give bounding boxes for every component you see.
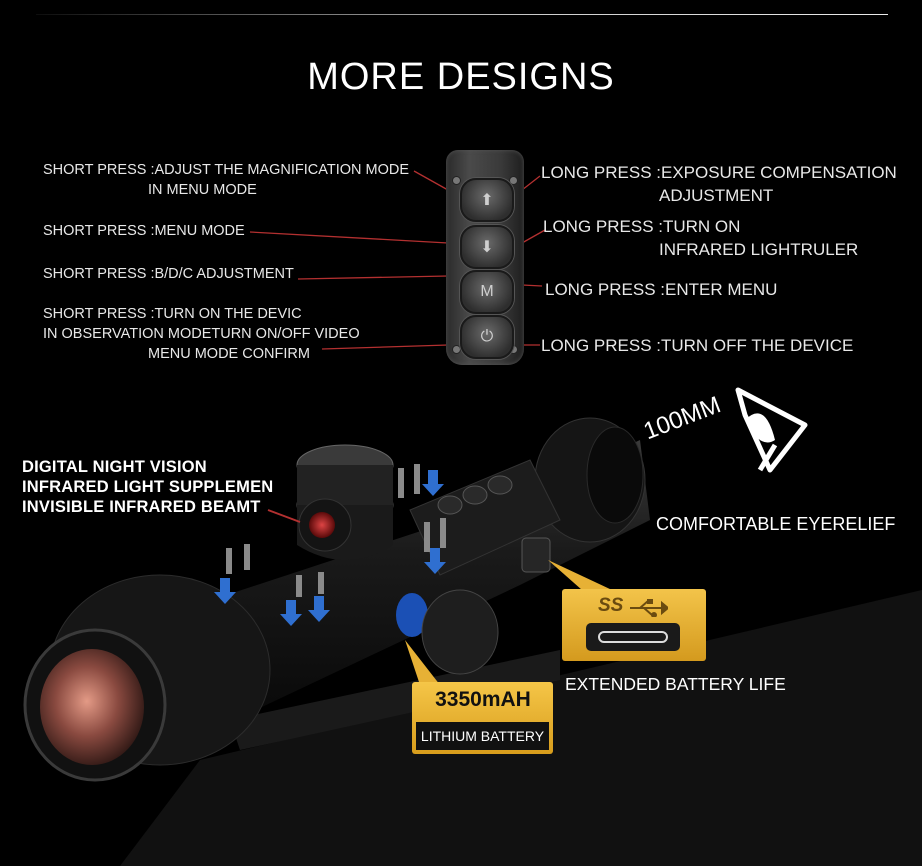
mount-screw [318,572,324,594]
battery-callout-pointer [405,640,440,685]
right-label-2-line1: LONG PRESS :TURN ON [543,217,741,236]
housing-button [487,475,513,495]
housing-button [437,495,463,515]
eye-icon [735,387,808,473]
lead-line-right-2 [521,229,546,244]
screw-icon [509,176,518,185]
infrared-pointer-line [267,509,301,523]
mount-arrow-icon [214,578,236,604]
left-label-1: SHORT PRESS :ADJUST THE MAGNIFICATION MO… [43,160,409,200]
key-menu-button[interactable]: M [460,270,514,314]
key-power-button[interactable]: ⏻ [460,315,514,359]
mount-screw [296,575,302,597]
left-label-1-line2: IN MENU MODE [148,182,257,198]
night-vision-line3: INVISIBLE INFRARED BEAMT [22,498,261,516]
mount-arrow-icon [280,600,302,626]
key-down-button[interactable]: ⬇ [460,225,514,269]
lead-line-right-1 [521,175,541,191]
mount-screw [226,548,232,574]
mount-screw [424,522,430,552]
keypad: ⬆ ⬇ M ⏻ [446,150,524,365]
turret-side [297,465,393,505]
arrow-down-icon: ⬇ [480,239,494,256]
lead-line-left-4 [321,344,449,350]
power-icon: ⏻ [480,328,494,345]
left-label-4-line1: SHORT PRESS :TURN ON THE DEVIC [43,306,302,322]
mount-arrow-icon [308,596,330,622]
mount-screw [440,518,446,548]
right-label-1-line1: LONG PRESS :EXPOSURE COMPENSATION [541,163,897,182]
usb-c-port-icon [586,623,680,651]
battery-type: LITHIUM BATTERY [416,722,549,750]
usb-callout-pointer [548,560,612,590]
night-vision-line2: INFRARED LIGHT SUPPLEMEN [22,478,274,496]
arrow-up-icon: ⬆ [480,192,494,209]
right-label-1-line2: ADJUSTMENT [659,186,774,205]
top-divider [36,14,888,15]
right-label-2: LONG PRESS :TURN ON INFRARED LIGHTRULER [543,215,858,261]
right-label-4: LONG PRESS :TURN OFF THE DEVICE [541,336,854,355]
battery-cap [421,589,499,675]
night-vision-text: DIGITAL NIGHT VISION INFRARED LIGHT SUPP… [22,457,273,517]
page-title: MORE DESIGNS [307,56,615,98]
usb-ss-logo: SS [598,595,624,616]
usb-badge: SS [562,589,706,661]
mount-screw [398,468,404,498]
infrared-window [309,512,335,538]
mount-arrow-icon [424,548,446,574]
lead-line-left-1 [413,170,449,191]
left-label-1-line1: SHORT PRESS :ADJUST THE MAGNIFICATION MO… [43,162,410,178]
screw-icon [452,176,461,185]
battery-badge: 3350mAH LITHIUM BATTERY [412,682,553,754]
left-label-4-line2: IN OBSERVATION MODETURN ON/OFF VIDEO [43,326,360,342]
objective-lens [40,649,144,765]
left-label-3: SHORT PRESS :B/D/C ADJUSTMENT [43,266,294,282]
usb-port-cover [521,537,551,573]
m-menu-icon: M [480,283,494,300]
eye-pupil-icon [745,413,775,443]
right-label-3: LONG PRESS :ENTER MENU [545,280,778,299]
lead-line-left-2 [249,231,449,244]
night-vision-line1: DIGITAL NIGHT VISION [22,458,207,476]
left-label-2: SHORT PRESS :MENU MODE [43,223,245,239]
right-label-1: LONG PRESS :EXPOSURE COMPENSATION ADJUST… [541,161,897,207]
key-up-button[interactable]: ⬆ [460,178,514,222]
battery-capacity: 3350mAH [435,688,531,711]
battery-cap-ring [396,593,428,637]
battery-life-label: EXTENDED BATTERY LIFE [565,674,786,694]
right-label-2-line2: INFRARED LIGHTRULER [659,240,859,259]
lead-line-left-3 [297,275,449,280]
left-label-4: SHORT PRESS :TURN ON THE DEVIC IN OBSERV… [43,304,360,364]
usb-trident-icon [630,599,668,617]
eyepiece-cap [586,426,644,524]
left-label-4-line3: MENU MODE CONFIRM [148,346,310,362]
mount-screw [414,464,420,494]
mount-arrow-icon [422,470,444,496]
eye-relief-label: COMFORTABLE EYERELIEF [656,514,896,534]
lead-line-right-3 [521,284,543,287]
picatinny-rail [230,650,560,750]
housing-button [462,485,488,505]
mount-screw [244,544,250,570]
